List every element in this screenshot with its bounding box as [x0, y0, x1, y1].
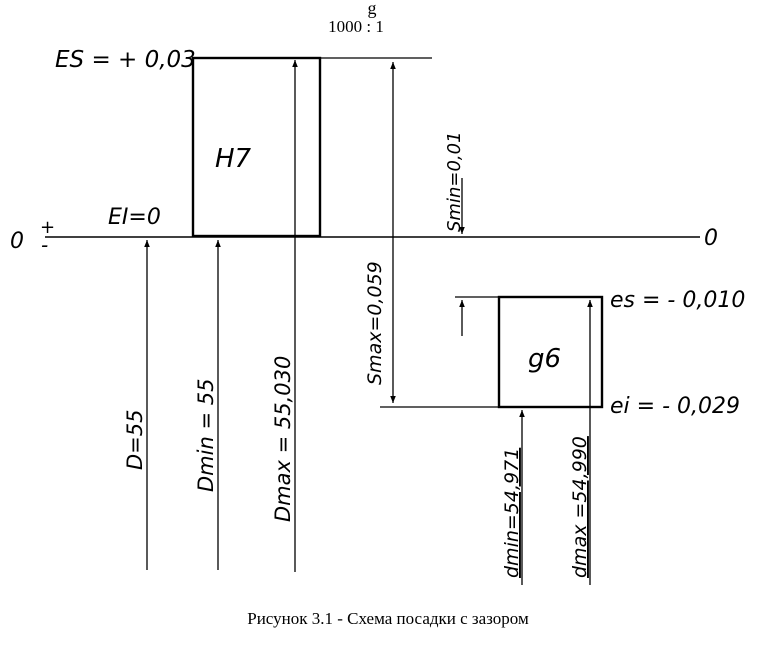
shaft-upper-deviation-label: es = - 0,010: [610, 288, 745, 313]
nominal-size-label: D=55: [123, 410, 147, 471]
zero-line-right-label: 0: [704, 226, 718, 251]
hole-zone-label: H7: [215, 144, 252, 174]
hole-min-size-label: Dmin = 55: [194, 379, 218, 492]
min-clearance-label: Smin=0,01: [444, 131, 465, 232]
zero-line-minus-sign: -: [41, 233, 48, 257]
scale-cut-text: g: [368, 0, 377, 18]
shaft-max-size-label: dmax =54,990: [569, 436, 591, 578]
hole-lower-deviation-label: EI=0: [108, 205, 161, 230]
shaft-lower-deviation-label: ei = - 0,029: [610, 394, 740, 419]
hole-max-size-label: Dmax = 55,030: [271, 356, 295, 522]
shaft-min-size-label: dmin=54,971: [501, 448, 523, 578]
zero-line-left-label: 0: [10, 229, 24, 254]
max-clearance-label: Smax=0,059: [364, 261, 386, 385]
scale-label: 1000 : 1: [328, 17, 384, 36]
hole-upper-deviation-label: ES = + 0,03: [55, 47, 196, 73]
zero-line-plus-sign: +: [40, 217, 55, 238]
figure-caption: Рисунок 3.1 - Схема посадки с зазором: [247, 609, 529, 628]
shaft-zone-label: g6: [528, 344, 561, 374]
shaft-tolerance-zone: [497, 295, 604, 409]
hole-tolerance-zone: [191, 56, 322, 238]
